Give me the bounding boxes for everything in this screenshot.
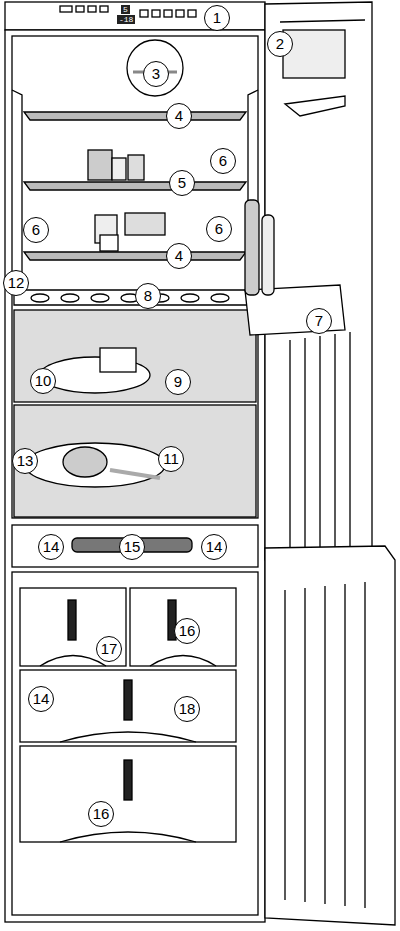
- callout-number: 7: [306, 308, 332, 334]
- callout-number: 10: [30, 368, 56, 394]
- callout-number: 5: [169, 170, 195, 196]
- callout-number: 6: [206, 216, 232, 242]
- display-reading: -18: [117, 15, 135, 24]
- callout-number: 16: [88, 801, 114, 827]
- callout-number: 18: [174, 696, 200, 722]
- callout-number: 6: [23, 217, 49, 243]
- callout-number: 3: [143, 61, 169, 87]
- callout-number: 4: [166, 243, 192, 269]
- callout-number: 6: [210, 148, 236, 174]
- callout-number: 4: [166, 103, 192, 129]
- display-reading: 5: [121, 5, 130, 14]
- callout-number: 15: [119, 534, 145, 560]
- callout-number: 11: [158, 446, 184, 472]
- callout-number: 1: [204, 5, 230, 31]
- callout-number: 12: [3, 270, 29, 296]
- callout-number: 13: [12, 448, 38, 474]
- callout-number: 14: [201, 534, 227, 560]
- callout-number: 17: [96, 636, 122, 662]
- callout-number: 16: [174, 618, 200, 644]
- callout-number: 14: [38, 534, 64, 560]
- callout-number: 14: [28, 686, 54, 712]
- callout-number: 2: [267, 31, 293, 57]
- callout-number: 9: [165, 369, 191, 395]
- callout-number: 8: [135, 283, 161, 309]
